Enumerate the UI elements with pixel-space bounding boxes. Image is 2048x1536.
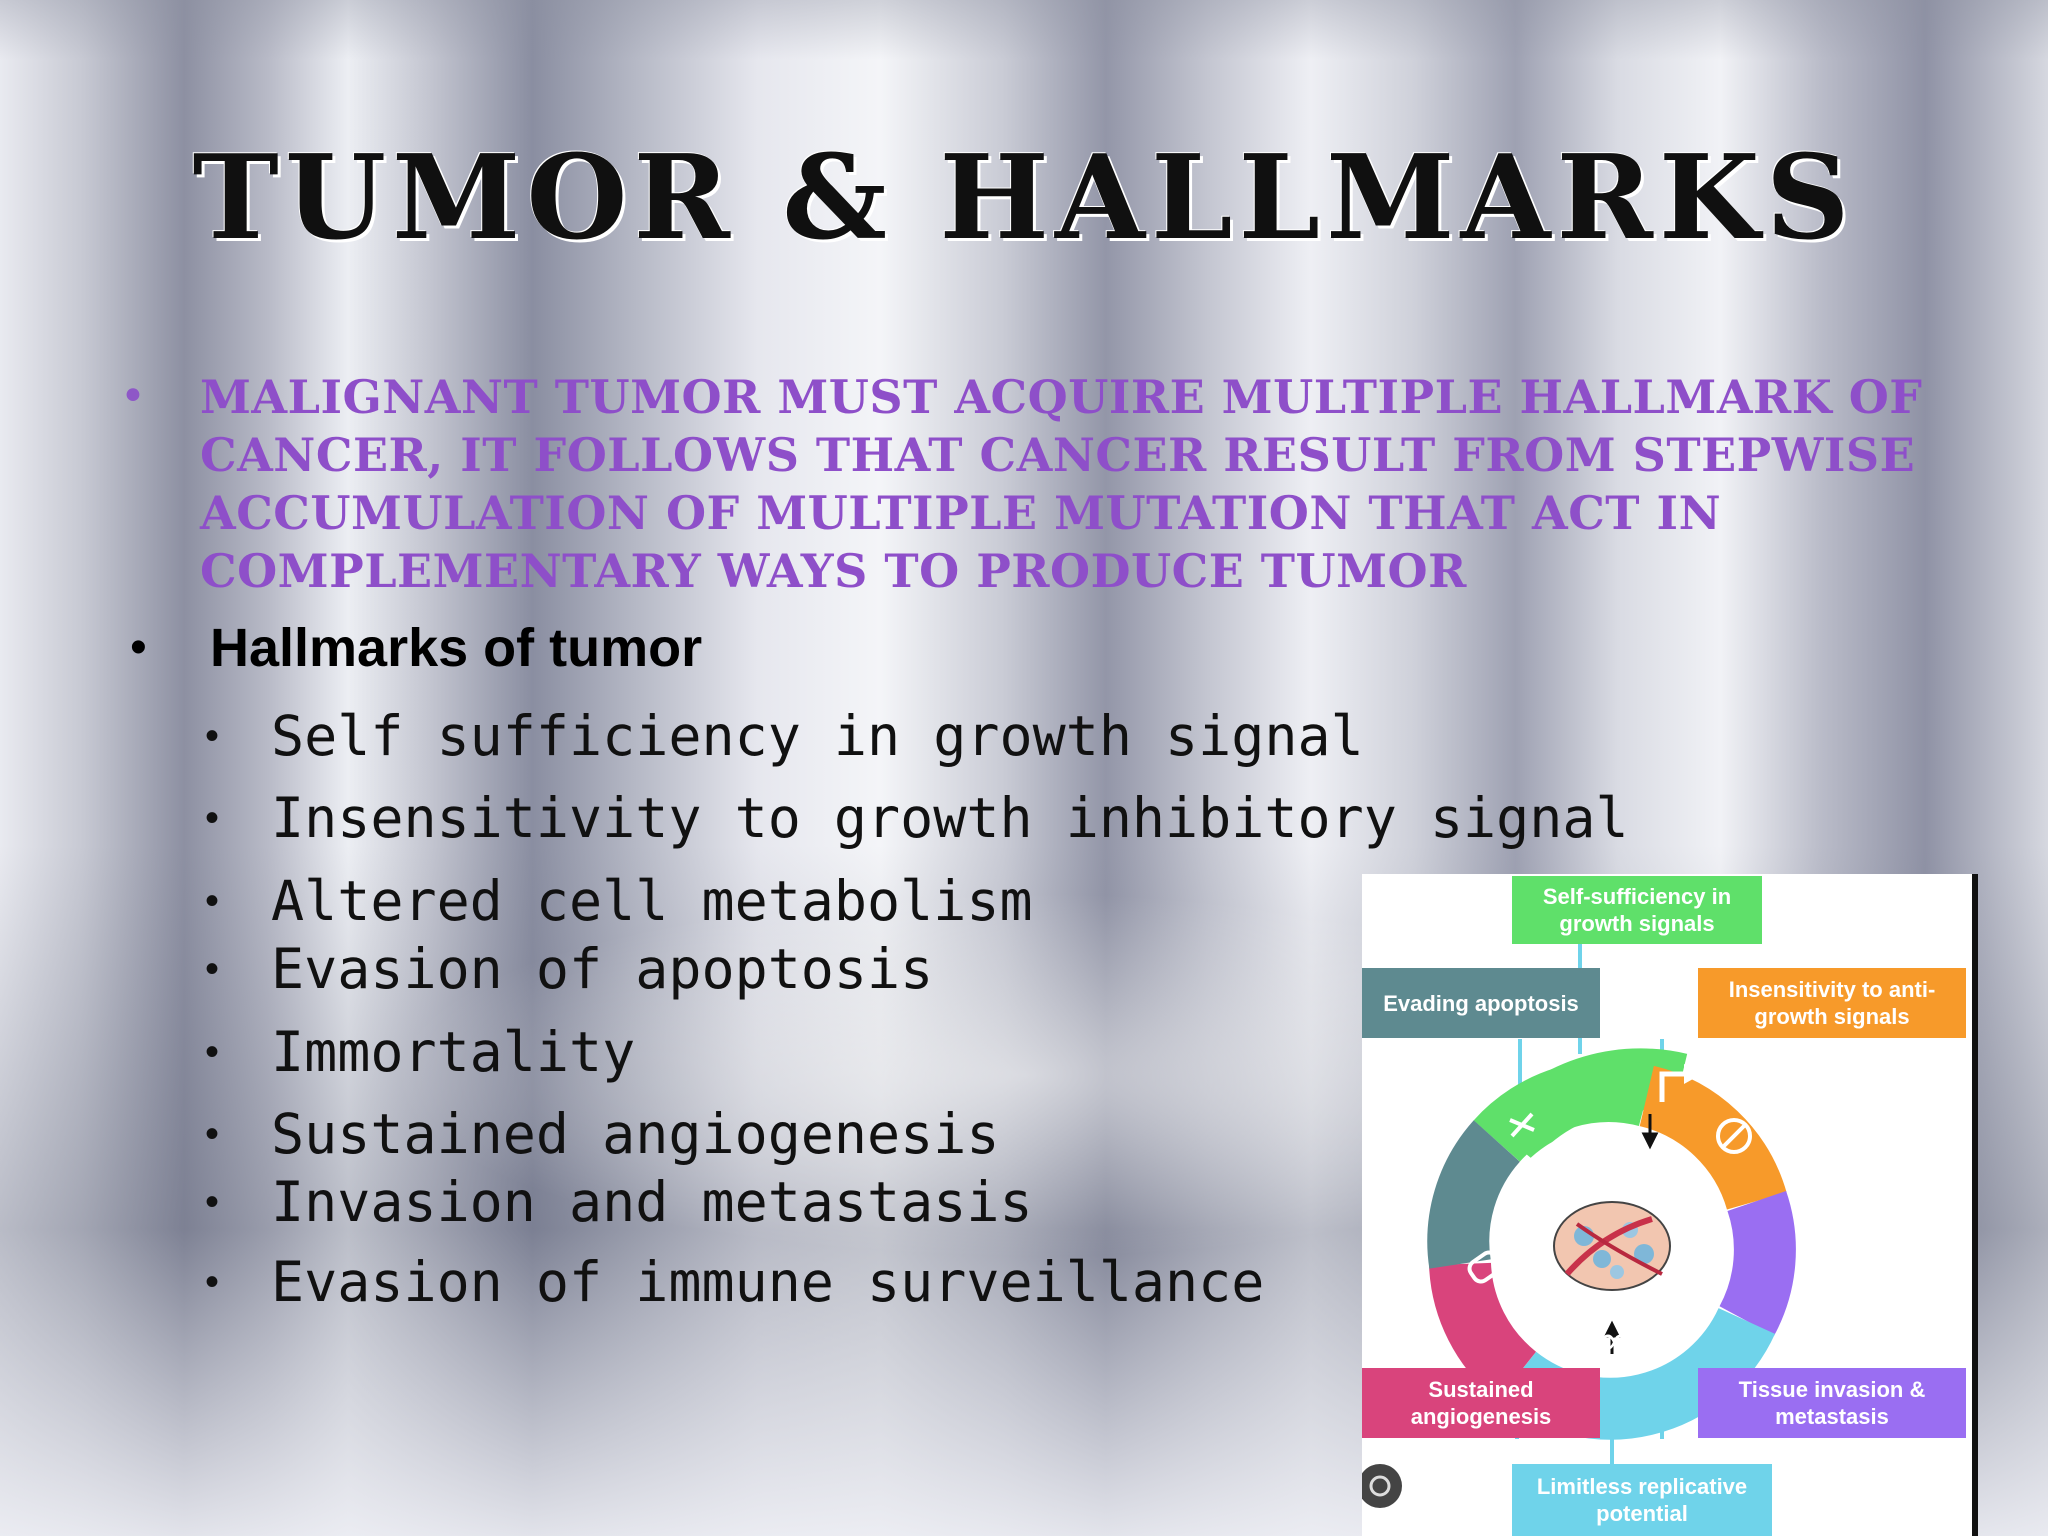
label-limitless-replicative: Limitless replicative potential xyxy=(1512,1464,1772,1536)
list-item-text: Self sufficiency in growth signal xyxy=(271,704,1364,768)
list-item-text: Invasion and metastasis xyxy=(271,1170,1033,1234)
bullet: • xyxy=(205,1180,220,1224)
label-tissue-invasion: Tissue invasion & metastasis xyxy=(1698,1368,1966,1438)
list-item-text: Evasion of immune surveillance xyxy=(271,1250,1265,1314)
bullet: • xyxy=(205,879,220,923)
label-insensitivity: Insensitivity to anti-growth signals xyxy=(1698,968,1966,1038)
bullet: • xyxy=(205,714,220,758)
bullet: • xyxy=(205,1260,220,1304)
hallmarks-heading-text: Hallmarks of tumor xyxy=(210,618,703,678)
top-shading xyxy=(0,0,2048,60)
list-item-text: Immortality xyxy=(271,1020,636,1084)
bullet: • xyxy=(205,1112,220,1156)
bullet: • xyxy=(205,796,220,840)
bullet: • xyxy=(205,1030,220,1074)
bullet: • xyxy=(130,621,147,674)
bullet: • xyxy=(120,371,146,422)
intro-paragraph-text: MALIGNANT TUMOR MUST ACQUIRE MULTIPLE HA… xyxy=(200,370,1923,598)
svg-text:∞: ∞ xyxy=(1597,1318,1630,1364)
bullet: • xyxy=(205,947,220,991)
hallmarks-wheel: ∞ xyxy=(1362,944,1796,1508)
label-evading-apoptosis: Evading apoptosis xyxy=(1362,968,1600,1038)
label-self-sufficiency: Self-sufficiency in growth signals xyxy=(1512,876,1762,944)
label-sustained-angiogenesis: Sustained angiogenesis xyxy=(1362,1368,1600,1438)
list-item-text: Sustained angiogenesis xyxy=(271,1102,1000,1166)
list-item-text: Altered cell metabolism xyxy=(271,869,1033,933)
list-item-text: Insensitivity to growth inhibitory signa… xyxy=(271,786,1629,850)
list-item-text: Evasion of apoptosis xyxy=(271,937,934,1001)
slide-title: TUMOR & HALLMARKS xyxy=(192,130,1856,266)
hallmarks-diagram: ∞ Self-sufficiency in growth signals Eva… xyxy=(1362,874,1978,1536)
